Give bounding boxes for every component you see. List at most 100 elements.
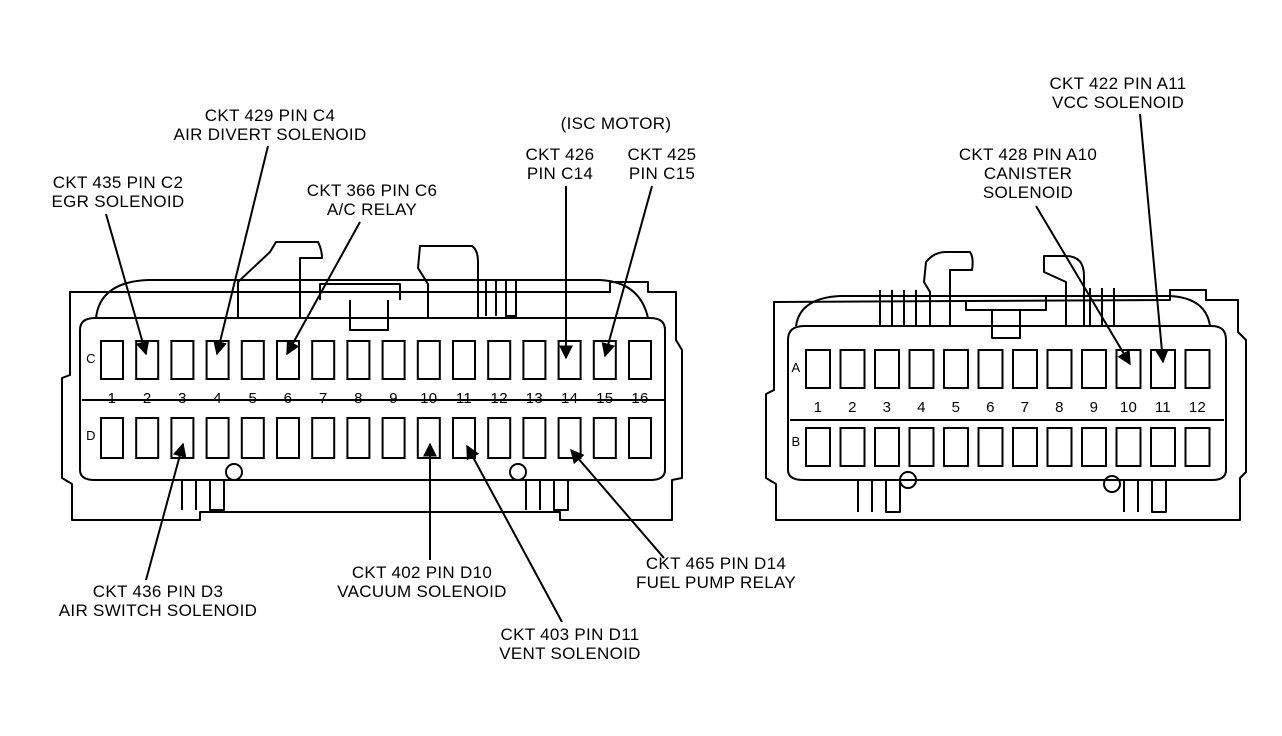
callout-c2-line1: CKT 435 PIN C2 (53, 173, 184, 192)
left-pin-number-13: 13 (526, 390, 543, 407)
left-pin-d16 (628, 417, 652, 459)
right-pin-number-12: 12 (1189, 399, 1206, 416)
left-connector-top-curve (95, 279, 649, 319)
callout-c4: CKT 429 PIN C4 AIR DIVERT SOLENOID (173, 106, 366, 356)
right-latch-3 (965, 296, 1047, 339)
left-pin-c9 (381, 340, 406, 380)
left-pin-d13 (522, 417, 547, 459)
callout-d14-line1: CKT 465 PIN D14 (646, 554, 786, 573)
left-bottom-tabs (181, 480, 569, 511)
left-connector-inner-frame (79, 317, 666, 481)
callout-c4-line1: CKT 429 PIN C4 (205, 106, 336, 125)
left-pin-c16 (628, 340, 652, 380)
callout-c15: CKT 425 PIN C15 (601, 145, 696, 358)
right-bottom-tabs (857, 480, 1167, 513)
left-pin-d15 (592, 417, 617, 459)
left-pin-d11 (452, 417, 476, 459)
left-pin-number-10: 10 (420, 390, 437, 407)
right-pin-number-10: 10 (1120, 399, 1137, 416)
left-pin-c12 (487, 340, 512, 380)
right-row-label-a: A (792, 360, 801, 375)
callout-d10-line2: VACUUM SOLENOID (337, 582, 507, 601)
left-rib (485, 280, 517, 317)
left-pin-d1 (100, 417, 124, 459)
callout-c6: CKT 366 PIN C6 A/C RELAY (286, 181, 437, 356)
left-bottom-post-2 (509, 463, 527, 481)
callout-c6-line2: A/C RELAY (327, 200, 417, 219)
left-pin-d12 (487, 417, 512, 459)
callout-d3-line1: CKT 436 PIN D3 (93, 582, 224, 601)
left-pin-number-8: 8 (354, 390, 363, 407)
right-pin-a3 (874, 349, 900, 389)
left-pin-c4 (205, 340, 230, 380)
right-pin-a10 (1115, 349, 1142, 389)
left-pin-c14 (557, 340, 582, 380)
right-pin-b1 (805, 427, 831, 467)
callout-c14-line2: PIN C14 (527, 164, 593, 183)
right-connector-housing (765, 289, 1247, 521)
right-pin-b11 (1150, 427, 1176, 467)
callout-d10: CKT 402 PIN D10 VACUUM SOLENOID (337, 442, 507, 601)
left-row-label-c: C (86, 351, 96, 366)
right-pin-b7 (1012, 427, 1038, 467)
callout-d11: CKT 403 PIN D11 VENT SOLENOID (466, 444, 641, 663)
left-pin-number-3: 3 (178, 390, 187, 407)
callout-c15-leader (601, 185, 653, 358)
right-pin-b10 (1115, 427, 1142, 467)
right-pin-number-11: 11 (1155, 399, 1171, 416)
left-pin-d6 (276, 417, 300, 459)
left-latch-3 (319, 283, 401, 331)
callout-c4-leader (213, 145, 269, 356)
left-pin-number-4: 4 (213, 390, 222, 407)
right-pin-a5 (943, 349, 969, 389)
callout-isc: (ISC MOTOR) (561, 114, 671, 133)
callout-d14-line2: FUEL PUMP RELAY (636, 573, 796, 592)
left-pin-d9 (381, 417, 406, 459)
right-pin-a2 (839, 349, 866, 389)
callout-a10-leader (1035, 205, 1131, 366)
right-pin-number-5: 5 (952, 399, 961, 416)
left-pin-c5 (240, 340, 265, 380)
callout-d3-leader (145, 442, 187, 581)
callout-a10-line1: CKT 428 PIN A10 (959, 145, 1097, 164)
right-pin-b12 (1184, 427, 1211, 467)
right-pin-a1 (805, 349, 831, 389)
left-pin-c2 (135, 340, 160, 380)
right-latch-1 (923, 251, 974, 326)
callout-d3: CKT 436 PIN D3 AIR SWITCH SOLENOID (59, 442, 257, 620)
callout-c2-leader (105, 213, 150, 356)
right-pin-number-9: 9 (1090, 399, 1099, 416)
left-pin-number-6: 6 (284, 390, 293, 407)
right-rib-2 (1089, 288, 1115, 326)
left-latch-2 (417, 245, 479, 318)
left-pin-c11 (452, 340, 476, 380)
right-pin-b2 (839, 427, 866, 467)
right-bottom-post-2 (1103, 475, 1121, 493)
callout-a10: CKT 428 PIN A10 CANISTER SOLENOID (959, 145, 1131, 366)
right-row-label-b: B (792, 434, 801, 449)
left-row-label-d: D (86, 428, 96, 443)
callout-c15-line2: PIN C15 (629, 164, 695, 183)
left-pin-d3 (170, 417, 195, 459)
left-pin-number-5: 5 (248, 390, 257, 407)
right-bottom-post-1 (899, 471, 917, 489)
callout-c14: CKT 426 PIN C14 (526, 145, 594, 360)
right-pin-number-6: 6 (986, 399, 995, 416)
right-pin-a4 (908, 349, 935, 389)
callout-a11-line1: CKT 422 PIN A11 (1049, 74, 1186, 93)
left-pin-c3 (170, 340, 195, 380)
left-pin-d2 (135, 417, 160, 459)
left-pin-c13 (522, 340, 547, 380)
left-pin-c8 (346, 340, 371, 380)
right-pin-b6 (977, 427, 1004, 467)
left-pin-c7 (311, 340, 336, 380)
left-pin-d4 (205, 417, 230, 459)
left-pin-d7 (311, 417, 336, 459)
callout-d11-line2: VENT SOLENOID (499, 644, 641, 663)
callout-a11: CKT 422 PIN A11 VCC SOLENOID (1049, 74, 1186, 364)
callout-d14-leader (570, 448, 665, 559)
left-latch-1 (237, 241, 323, 318)
right-pin-a9 (1081, 349, 1107, 389)
